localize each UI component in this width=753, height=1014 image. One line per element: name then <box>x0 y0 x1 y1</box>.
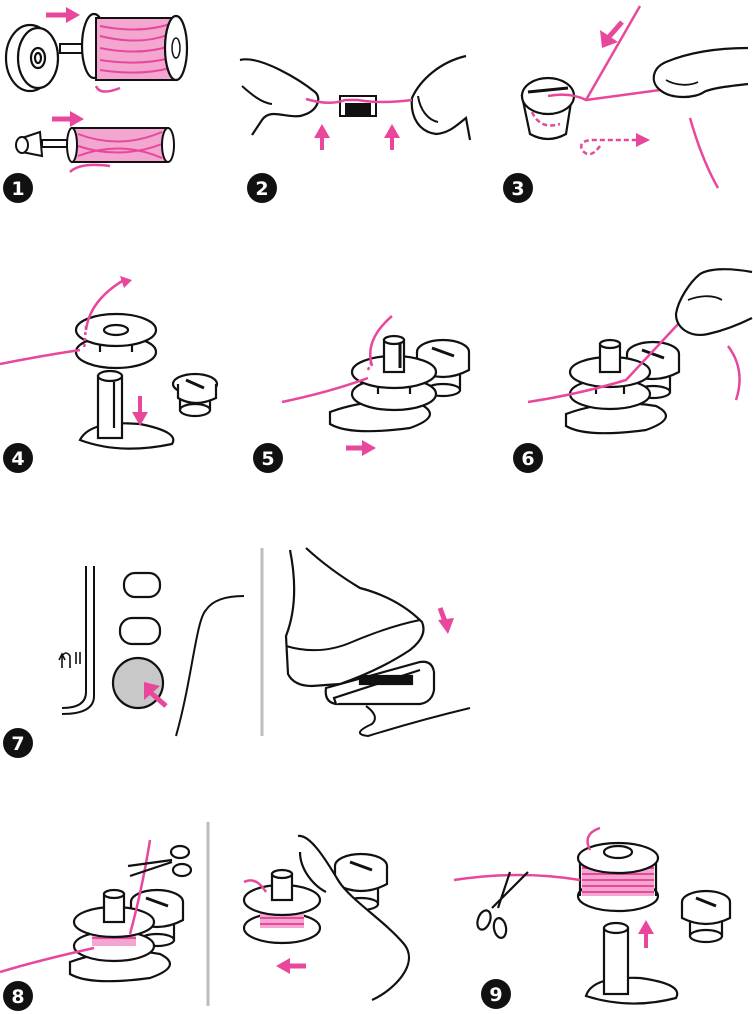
svg-text:6: 6 <box>521 448 534 470</box>
scissors-icon <box>475 872 528 939</box>
svg-text:1: 1 <box>11 178 24 200</box>
bobbin-icon <box>578 843 658 911</box>
panel-step-4: 4 <box>0 276 217 473</box>
step-6-badge: 6 <box>513 443 543 473</box>
panel-step-8-remove <box>244 836 409 1000</box>
spool-cap-icon <box>6 25 58 91</box>
svg-text:7: 7 <box>11 733 24 755</box>
panel-step-6: 6 <box>513 269 752 473</box>
needle-up-down-icon <box>59 652 80 668</box>
step-4-badge: 4 <box>3 443 33 473</box>
panel-button <box>120 618 160 644</box>
hand-icon <box>654 48 748 97</box>
start-stop-button-icon <box>113 658 163 708</box>
panel-step-1: 1 <box>3 7 187 203</box>
panel-button <box>124 573 160 597</box>
bobbin-winder-spindle <box>80 371 173 449</box>
bobbin-winder-stopper-icon <box>682 891 730 942</box>
panel-step-3: 3 <box>503 6 748 203</box>
hand-icon <box>412 56 470 140</box>
step-2-badge: 2 <box>247 173 277 203</box>
panel-step-5: 5 <box>253 316 469 473</box>
thread-tail <box>96 86 120 92</box>
small-spool-cap-icon <box>16 132 68 156</box>
svg-text:8: 8 <box>11 986 24 1008</box>
step-7-badge: 7 <box>3 728 33 758</box>
panel-step-8: 8 <box>0 822 208 1011</box>
panel-step-9: 9 <box>454 828 730 1009</box>
scissors-icon <box>128 846 191 876</box>
svg-text:9: 9 <box>489 984 502 1006</box>
step-3-badge: 3 <box>503 173 533 203</box>
bobbin-winder-spindle <box>586 923 677 1004</box>
svg-text:4: 4 <box>11 448 24 470</box>
hand-icon <box>676 269 752 335</box>
panel-step-7: 7 <box>3 548 470 758</box>
hand-icon <box>240 59 318 135</box>
step-9-badge: 9 <box>481 979 511 1009</box>
thread-spool-icon <box>82 14 187 80</box>
foot-icon <box>286 548 424 686</box>
tension-disc-icon <box>522 78 574 139</box>
step-8-badge: 8 <box>3 981 33 1011</box>
svg-text:5: 5 <box>261 448 274 470</box>
step-5-badge: 5 <box>253 443 283 473</box>
svg-text:3: 3 <box>511 178 524 200</box>
step-1-badge: 1 <box>3 173 33 203</box>
panel-step-2: 2 <box>240 56 470 203</box>
bobbin-winder-stopper-icon <box>173 374 217 416</box>
svg-text:2: 2 <box>255 178 268 200</box>
small-thread-spool-icon <box>67 128 174 162</box>
